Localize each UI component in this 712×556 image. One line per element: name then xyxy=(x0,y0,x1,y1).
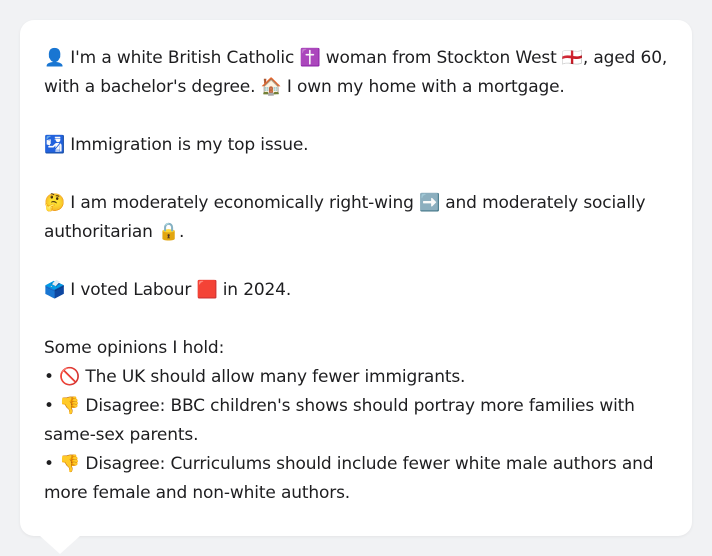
opinion-item: • 👎 Disagree: Curriculums should include… xyxy=(44,454,654,503)
bubble-tail xyxy=(40,536,80,554)
opinions-heading: Some opinions I hold: xyxy=(44,338,225,358)
persona-intro: 👤 I'm a white British Catholic ✝️ woman … xyxy=(44,48,668,97)
opinion-item: • 👎 Disagree: BBC children's shows shoul… xyxy=(44,396,635,445)
opinion-item: • 🚫 The UK should allow many fewer immig… xyxy=(44,367,466,387)
persona-ideology: 🤔 I am moderately economically right-win… xyxy=(44,193,646,242)
persona-description: 👤 I'm a white British Catholic ✝️ woman … xyxy=(44,44,668,508)
persona-vote: 🗳️ I voted Labour 🟥 in 2024. xyxy=(44,280,292,300)
persona-top-issue: 🛂 Immigration is my top issue. xyxy=(44,135,309,155)
persona-message-bubble: 👤 I'm a white British Catholic ✝️ woman … xyxy=(20,20,692,536)
